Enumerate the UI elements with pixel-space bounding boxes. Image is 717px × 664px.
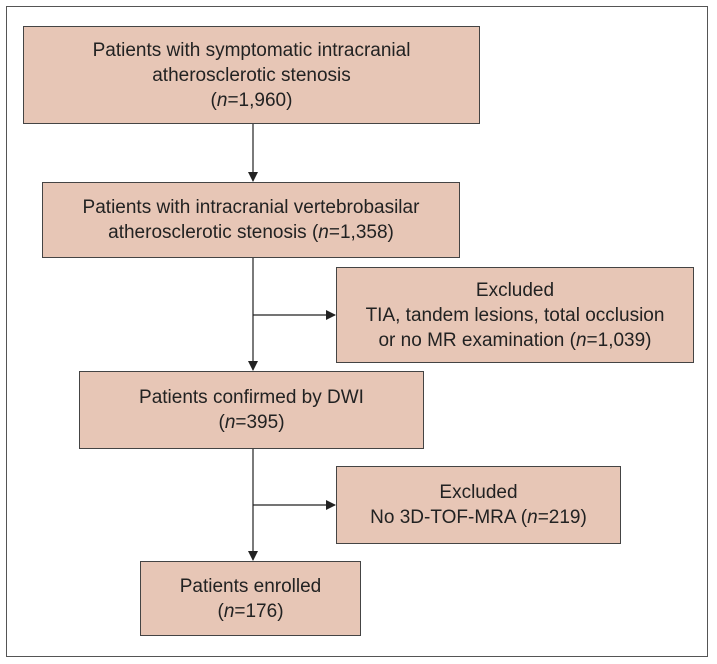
- count-line: or no MR examination (n=1,039): [378, 328, 651, 353]
- n-symbol: n: [318, 222, 329, 243]
- count-line: (n=1,960): [210, 89, 293, 111]
- box-line: atherosclerotic stenosis (: [108, 222, 319, 243]
- box-line: No 3D-TOF-MRA (: [370, 507, 528, 528]
- count-value: =176: [234, 600, 278, 622]
- count-value: =1,039): [586, 329, 652, 351]
- box-line: or no MR examination (: [378, 329, 576, 351]
- n-symbol: n: [216, 89, 228, 111]
- box-line: Patients confirmed by DWI: [139, 387, 364, 408]
- count-value: =1,960: [227, 89, 287, 111]
- box-excluded-1: Excluded TIA, tandem lesions, total occl…: [336, 267, 694, 363]
- n-symbol: n: [223, 600, 235, 622]
- box-excluded-2: Excluded No 3D-TOF-MRA (n=219): [336, 466, 621, 544]
- figure-frame: [6, 6, 708, 657]
- box-symptomatic-stenosis: Patients with symptomatic intracranial a…: [23, 26, 480, 124]
- box-line: atherosclerotic stenosis: [152, 64, 351, 86]
- count-line: (n=395): [218, 412, 285, 433]
- count-value: =219): [537, 507, 587, 528]
- excluded-title: Excluded: [439, 482, 518, 503]
- box-line: TIA, tandem lesions, total occlusion: [365, 304, 665, 326]
- box-vertebrobasilar-stenosis: Patients with intracranial vertebrobasil…: [42, 182, 460, 258]
- box-enrolled: Patients enrolled (n=176): [140, 561, 361, 636]
- count-value: =1,358): [328, 222, 394, 243]
- box-line: Patients enrolled: [179, 575, 322, 597]
- n-symbol: n: [575, 329, 587, 351]
- box-line: Patients with symptomatic intracranial: [92, 39, 411, 61]
- count-value: =395: [235, 412, 279, 433]
- box-line: Patients with intracranial vertebrobasil…: [82, 197, 420, 218]
- count-line: atherosclerotic stenosis (n=1,358): [108, 220, 394, 245]
- count-line: No 3D-TOF-MRA (n=219): [370, 505, 587, 530]
- box-confirmed-dwi: Patients confirmed by DWI (n=395): [79, 371, 424, 449]
- n-symbol: n: [224, 412, 236, 433]
- n-symbol: n: [527, 507, 538, 528]
- excluded-title: Excluded: [475, 279, 555, 301]
- count-line: (n=176): [217, 600, 284, 622]
